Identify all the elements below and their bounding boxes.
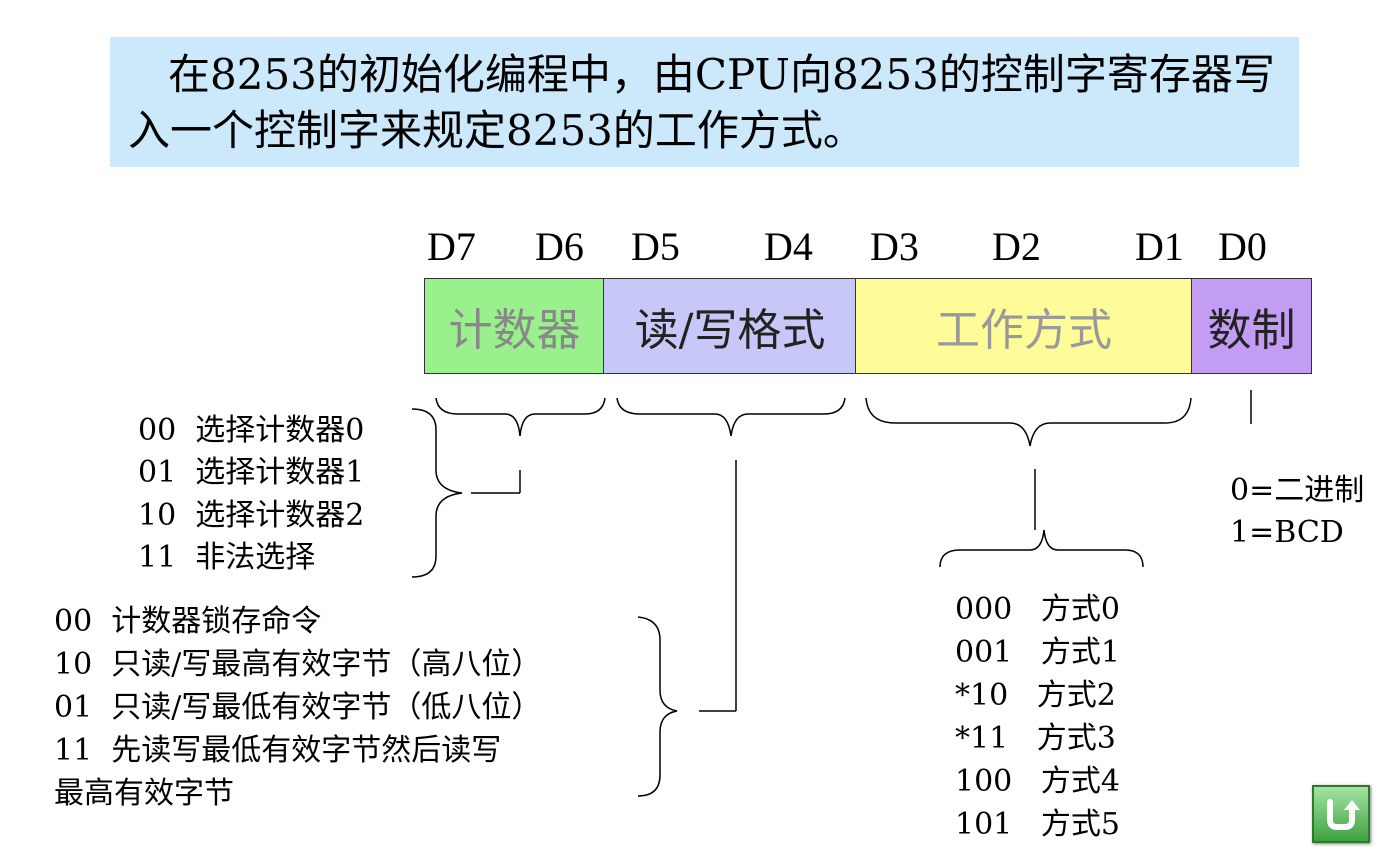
field-radix: 数制 — [1191, 278, 1312, 374]
field-counter: 计数器 — [424, 278, 605, 374]
brace-mode-list — [939, 529, 1144, 568]
mode-item: 000 方式0 — [955, 592, 1120, 627]
brace-rw-list — [637, 616, 678, 797]
rw-format-item: 最高有效字节 — [54, 776, 234, 811]
radix-item: 1=BCD — [1230, 515, 1344, 550]
mode-item: *11 方式3 — [955, 721, 1116, 756]
bit-label-d5: D5 — [631, 224, 680, 269]
rw-format-item: 00 计数器锁存命令 — [54, 604, 322, 639]
brace-counter — [435, 397, 606, 437]
rw-format-item: 01 只读/写最低有效字节（低八位） — [54, 690, 542, 725]
bit-label-d2: D2 — [992, 224, 1041, 269]
intro-text: 在8253的初始化编程中，由CPU向8253的控制字寄存器写入一个控制字来规定8… — [128, 50, 1275, 155]
field-work-mode: 工作方式 — [855, 278, 1193, 374]
mode-item: 100 方式4 — [955, 764, 1120, 799]
radix-item: 0=二进制 — [1230, 473, 1365, 508]
bit-label-d0: D0 — [1218, 224, 1267, 269]
bit-label-d3: D3 — [870, 224, 919, 269]
mode-item: *10 方式2 — [955, 678, 1116, 713]
brace-rw — [616, 397, 846, 437]
bit-label-d1: D1 — [1135, 224, 1184, 269]
counter-select-item: 00 选择计数器0 — [138, 413, 365, 448]
return-arrow-icon — [1327, 799, 1360, 830]
field-rw-format: 读/写格式 — [603, 278, 857, 374]
counter-select-item: 01 选择计数器1 — [138, 455, 365, 490]
mode-item: 101 方式5 — [955, 807, 1120, 842]
brace-mode — [865, 397, 1192, 447]
rw-format-item: 11 先读写最低有效字节然后读写 — [54, 733, 502, 768]
back-button[interactable] — [1312, 785, 1370, 843]
counter-select-item: 10 选择计数器2 — [138, 498, 365, 533]
bit-label-d7: D7 — [427, 224, 476, 269]
intro-box: 在8253的初始化编程中，由CPU向8253的控制字寄存器写入一个控制字来规定8… — [110, 37, 1299, 167]
mode-item: 001 方式1 — [955, 635, 1120, 670]
bit-label-d6: D6 — [535, 224, 584, 269]
counter-select-item: 11 非法选择 — [138, 540, 316, 575]
brace-counter-select — [411, 408, 463, 578]
rw-format-item: 10 只读/写最高有效字节（高八位） — [54, 647, 542, 682]
bit-label-d4: D4 — [764, 224, 813, 269]
